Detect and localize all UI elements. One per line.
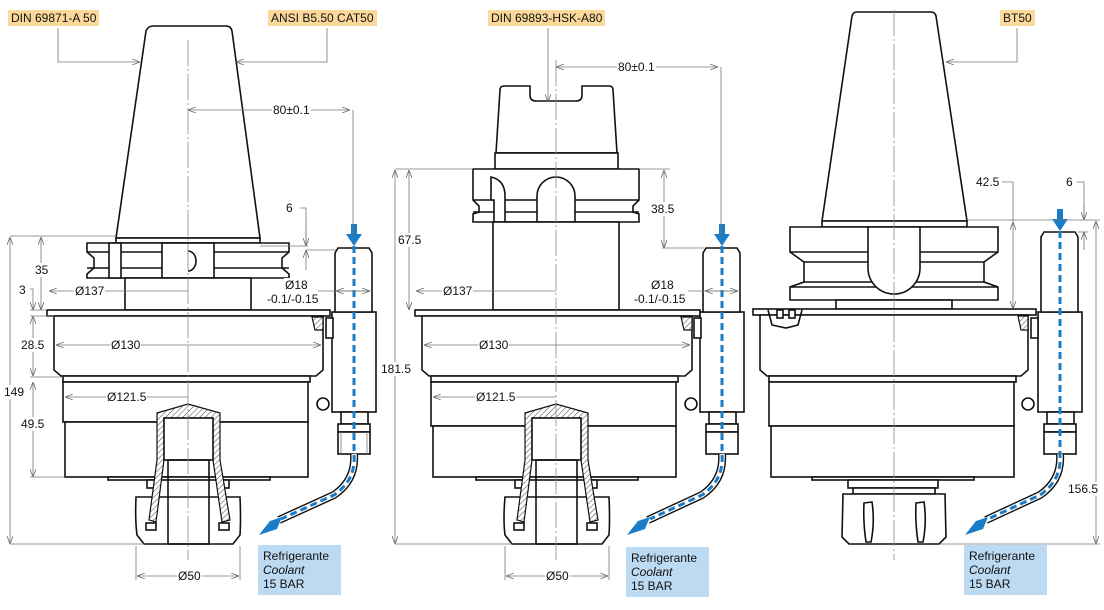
- dim-67-5: 67.5: [397, 233, 423, 247]
- standard-label-hsk-a80: DIN 69893-HSK-A80: [488, 10, 606, 26]
- dim-42-5: 42.5: [975, 175, 1001, 189]
- dim-offset: 80±0.1: [617, 60, 656, 74]
- coolant-inlet-arrow: [714, 224, 730, 246]
- taper-shank: [115, 25, 261, 239]
- dim-181-5: 181.5: [380, 362, 413, 376]
- dim-offset: 80±0.1: [272, 103, 311, 117]
- standard-label-ansi-cat50: ANSI B5.50 CAT50: [268, 10, 377, 26]
- dim-35: 35: [34, 263, 50, 277]
- coolant-label-it: Refrigerante: [263, 549, 330, 563]
- coolant-outlet-arrow: [965, 517, 988, 535]
- standard-label-bt50: BT50: [1000, 10, 1035, 26]
- dim-d18-tol: -0.1/-0.15: [266, 292, 320, 306]
- coolant-pressure: 15 BAR: [263, 577, 305, 591]
- dim-6: 6: [1065, 175, 1074, 189]
- coolant-inlet-arrow: [346, 224, 362, 246]
- dim-d130: Ø130: [110, 338, 142, 352]
- coolant-label-en: Coolant: [263, 563, 305, 577]
- dim-d50: Ø50: [177, 569, 202, 583]
- dim-d130: Ø130: [478, 338, 510, 352]
- dim-6: 6: [285, 201, 294, 215]
- coolant-label-en: Coolant: [969, 563, 1011, 577]
- dim-d18: Ø18: [284, 278, 309, 292]
- dim-49-5: 49.5: [20, 417, 46, 431]
- coolant-pressure: 15 BAR: [631, 579, 673, 593]
- dim-d50: Ø50: [545, 569, 570, 583]
- dim-149: 149: [3, 385, 26, 399]
- dim-28-5: 28.5: [20, 338, 46, 352]
- dim-3: 3: [18, 283, 27, 297]
- dim-d18-tol: -0.1/-0.15: [633, 292, 687, 306]
- flange: [86, 242, 290, 279]
- collet-nut: [503, 496, 611, 545]
- coolant-outlet-arrow: [627, 517, 650, 535]
- dim-38-5: 38.5: [650, 202, 676, 216]
- bt-taper-shank: [821, 11, 968, 222]
- dim-d137: Ø137: [74, 284, 106, 298]
- coolant-label-en: Coolant: [631, 565, 673, 579]
- coolant-label-it: Refrigerante: [631, 551, 698, 565]
- coolant-note: Refrigerante Coolant 15 BAR: [258, 545, 341, 595]
- coolant-note: Refrigerante Coolant 15 BAR: [964, 545, 1047, 595]
- dim-156-5: 156.5: [1067, 482, 1100, 496]
- holder-view-bt50: [752, 10, 1083, 560]
- dim-d137: Ø137: [442, 284, 474, 298]
- collet-nut: [841, 493, 947, 545]
- hsk-shank: [495, 85, 618, 154]
- coolant-label-it: Refrigerante: [969, 549, 1036, 563]
- standard-label-din-a50: DIN 69871-A 50: [8, 10, 100, 26]
- dim-d18: Ø18: [650, 278, 675, 292]
- coolant-pressure: 15 BAR: [969, 577, 1011, 591]
- dimension-lines: [10, 28, 1100, 580]
- dim-d121-5: Ø121.5: [106, 390, 148, 404]
- hsk-flange: [472, 168, 640, 223]
- dim-d121-5: Ø121.5: [475, 390, 517, 404]
- holder-view-hsk: [414, 60, 745, 560]
- coolant-note: Refrigerante Coolant 15 BAR: [626, 547, 709, 597]
- coolant-outlet-arrow: [259, 517, 282, 535]
